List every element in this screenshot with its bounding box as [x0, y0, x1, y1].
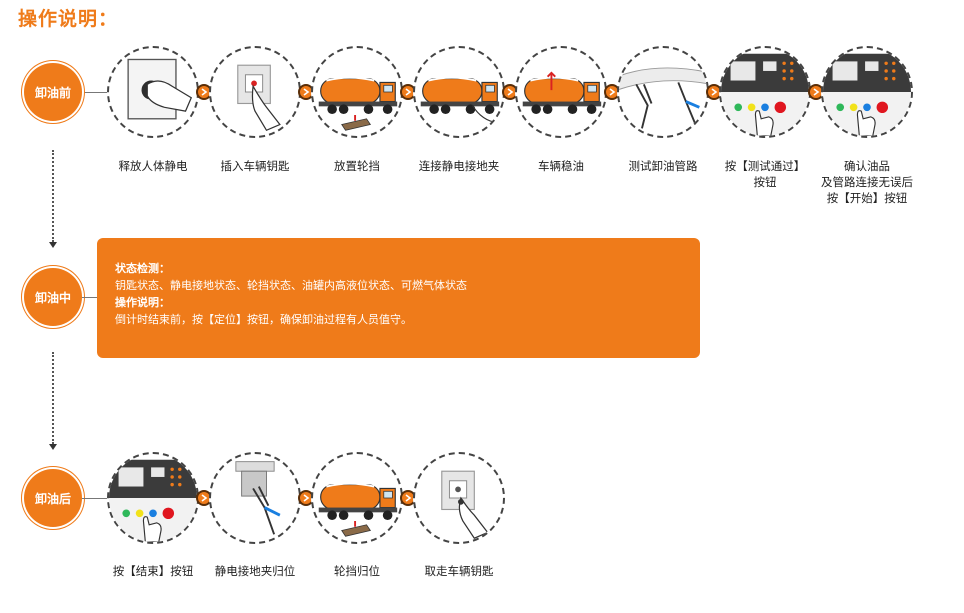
stage-before-label: 卸油前: [34, 85, 71, 100]
step-label: 放置轮挡: [334, 159, 380, 173]
step-illustration-tanker-settle: [515, 46, 607, 138]
step-label: 连接静电接地夹: [418, 159, 500, 173]
during-info-box: 状态检测： 钥匙状态、静电接地状态、轮挡状态、油罐内高液位状态、可燃气体状态 操…: [97, 238, 700, 358]
step-illustration-control-panel-press: [821, 46, 913, 138]
step-label: 确认油品 及管路连接无误后 按【开始】按钮: [821, 159, 913, 205]
step-illustration-clamp-return: [209, 452, 301, 544]
flow-arrow-down: [49, 150, 57, 248]
flow-arrow-down: [49, 352, 57, 450]
operation-text: 倒计时结束前，按【定位】按钮，确保卸油过程有人员值守。: [115, 313, 412, 326]
step-illustration-pipe-clamp: [617, 46, 709, 138]
operation-heading: 操作说明：: [115, 296, 170, 309]
step-label: 轮挡归位: [334, 564, 380, 578]
step-label: 静电接地夹归位: [214, 564, 296, 578]
step-arrow-icon: [196, 490, 212, 506]
step-illustration-control-panel-press: [719, 46, 811, 138]
step-label: 按【测试通过】 按钮: [724, 159, 806, 189]
stage-during-badge: 卸油中: [24, 268, 82, 326]
step-illustration-tanker-ground-clamp: [413, 46, 505, 138]
stage-during-label: 卸油中: [34, 290, 71, 305]
step-illustration-tanker-wheel-chock: [311, 452, 403, 544]
step-label: 取走车辆钥匙: [424, 564, 494, 578]
stage-connector-line: [82, 297, 97, 298]
step-label: 释放人体静电: [118, 159, 188, 173]
step-illustration-tanker-wheel-chock: [311, 46, 403, 138]
stage-connector-line: [82, 498, 107, 499]
stage-before-badge: 卸油前: [24, 63, 82, 121]
stage-after-badge: 卸油后: [24, 469, 82, 527]
step-illustration-hand-on-static-plate: [107, 46, 199, 138]
step-label: 插入车辆钥匙: [220, 159, 290, 173]
step-label: 按【结束】按钮: [112, 564, 194, 578]
stage-connector-line: [82, 92, 107, 93]
step-illustration-control-panel-press: [107, 452, 199, 544]
step-illustration-key-insert: [209, 46, 301, 138]
stage-after-label: 卸油后: [34, 491, 71, 506]
status-check-heading: 状态检测：: [115, 262, 170, 275]
step-illustration-key-remove: [413, 452, 505, 544]
page-title: 操作说明：: [18, 8, 119, 30]
step-label: 测试卸油管路: [628, 159, 698, 173]
step-label: 车辆稳油: [538, 159, 584, 173]
status-check-text: 钥匙状态、静电接地状态、轮挡状态、油罐内高液位状态、可燃气体状态: [115, 279, 467, 292]
